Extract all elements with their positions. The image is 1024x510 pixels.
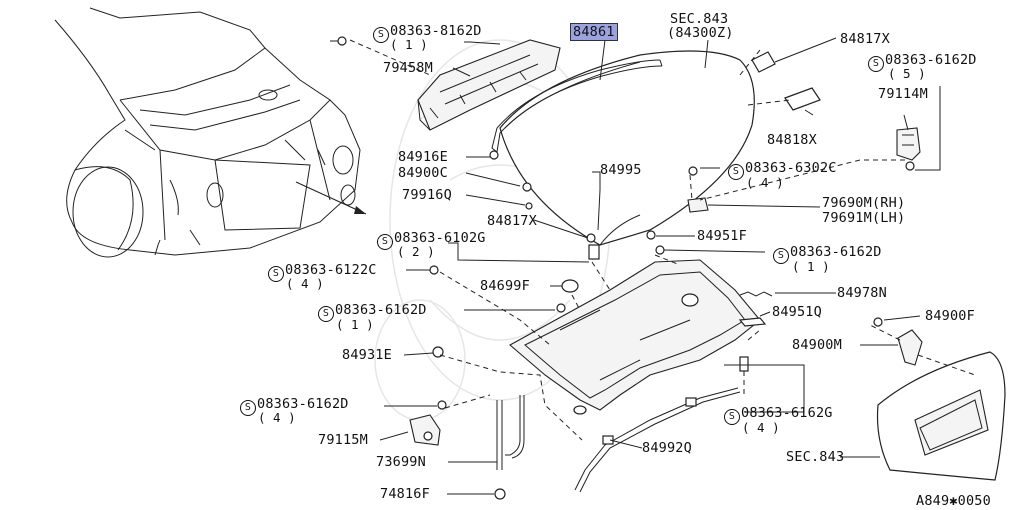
s-symbol-icon: S	[318, 306, 334, 322]
qty-6162g: ( 4 )	[742, 420, 780, 435]
qty-6302c: ( 4 )	[746, 175, 784, 190]
qty-8162d: ( 1 )	[390, 37, 428, 52]
hinge-parts	[687, 127, 921, 213]
part-label-84817x-top: 84817X	[840, 31, 890, 47]
stay-rod	[494, 395, 525, 500]
part-label-84818x: 84818X	[767, 132, 817, 148]
part-label-84995: 84995	[600, 162, 642, 178]
part-label-79916q: 79916Q	[402, 187, 452, 203]
screw-number: 08363-6162D	[790, 244, 882, 260]
s-symbol-icon: S	[868, 56, 884, 72]
part-label-84951q: 84951Q	[772, 304, 822, 320]
part-label-84951f: 84951F	[697, 228, 747, 244]
sec-843-bottom-label: SEC.843	[786, 449, 845, 465]
assembly-dashed-lines	[349, 39, 976, 441]
part-label-84900m: 84900M	[792, 337, 842, 353]
sec-843-top-sublabel: (84300Z)	[667, 25, 734, 41]
screw-number: 08363-6162G	[741, 405, 833, 421]
part-label-79114m: 79114M	[878, 86, 928, 102]
screw-number: 08363-6122C	[285, 262, 377, 278]
diagram-id: A849✱0050	[916, 493, 991, 509]
s-symbol-icon: S	[724, 409, 740, 425]
s-symbol-icon: S	[773, 248, 789, 264]
part-label-84817x-mid: 84817X	[487, 213, 537, 229]
sec-843-top-label: SEC.843	[670, 11, 729, 27]
bracket-84900m	[873, 317, 923, 366]
part-label-84699f: 84699F	[480, 278, 530, 294]
screw-number: 08363-6162D	[257, 396, 349, 412]
screw-number: 08363-6162D	[335, 302, 427, 318]
part-label-79115m: 79115M	[318, 432, 368, 448]
pad-parts	[751, 51, 821, 111]
screw-number: 08363-6102G	[394, 230, 486, 246]
screw-number: 08363-6162D	[885, 52, 977, 68]
s-symbol-icon: S	[240, 400, 256, 416]
part-label-84861: 84861	[570, 23, 618, 41]
s-symbol-icon: S	[728, 164, 744, 180]
qty-6162d-5: ( 5 )	[888, 66, 926, 81]
part-label-79691m: 79691M(LH)	[822, 210, 906, 226]
hinge-79115m	[409, 414, 441, 446]
s-symbol-icon: S	[373, 27, 389, 43]
rear-finisher-panel	[876, 351, 1006, 481]
part-label-73699n: 73699N	[376, 454, 426, 470]
qty-6122c: ( 4 )	[286, 276, 324, 291]
part-label-74816f: 74816F	[380, 486, 430, 502]
qty-6162d-r1: ( 1 )	[792, 259, 830, 274]
s-symbol-icon: S	[377, 234, 393, 250]
part-label-84978n: 84978N	[837, 285, 887, 301]
weatherstrip-part	[491, 59, 663, 153]
trunk-lid-part	[499, 50, 755, 246]
trunk-inner-panel	[509, 259, 761, 415]
part-label-84931e: 84931E	[342, 347, 392, 363]
screw-number: 08363-6302C	[745, 160, 837, 176]
part-label-79458m: 79458M	[383, 60, 433, 76]
fastener-parts	[330, 36, 773, 410]
part-label-84992q: 84992Q	[642, 440, 692, 456]
part-label-84916e: 84916E	[398, 149, 448, 165]
part-label-84900f: 84900F	[925, 308, 975, 324]
qty-6162d-4: ( 4 )	[258, 410, 296, 425]
highlighted-part-number: 84861	[570, 23, 618, 41]
part-label-84900c: 84900C	[398, 165, 448, 181]
screw-number: 08363-8162D	[390, 23, 482, 39]
leader-lines	[379, 37, 941, 495]
s-symbol-icon: S	[268, 266, 284, 282]
car-body-illustration	[54, 7, 367, 258]
rear-garnish-part	[417, 39, 561, 131]
qty-6162d-l1: ( 1 )	[336, 317, 374, 332]
torsion-rod	[574, 387, 741, 493]
qty-6102g: ( 2 )	[397, 244, 435, 259]
part-label-79690m: 79690M(RH)	[822, 195, 906, 211]
